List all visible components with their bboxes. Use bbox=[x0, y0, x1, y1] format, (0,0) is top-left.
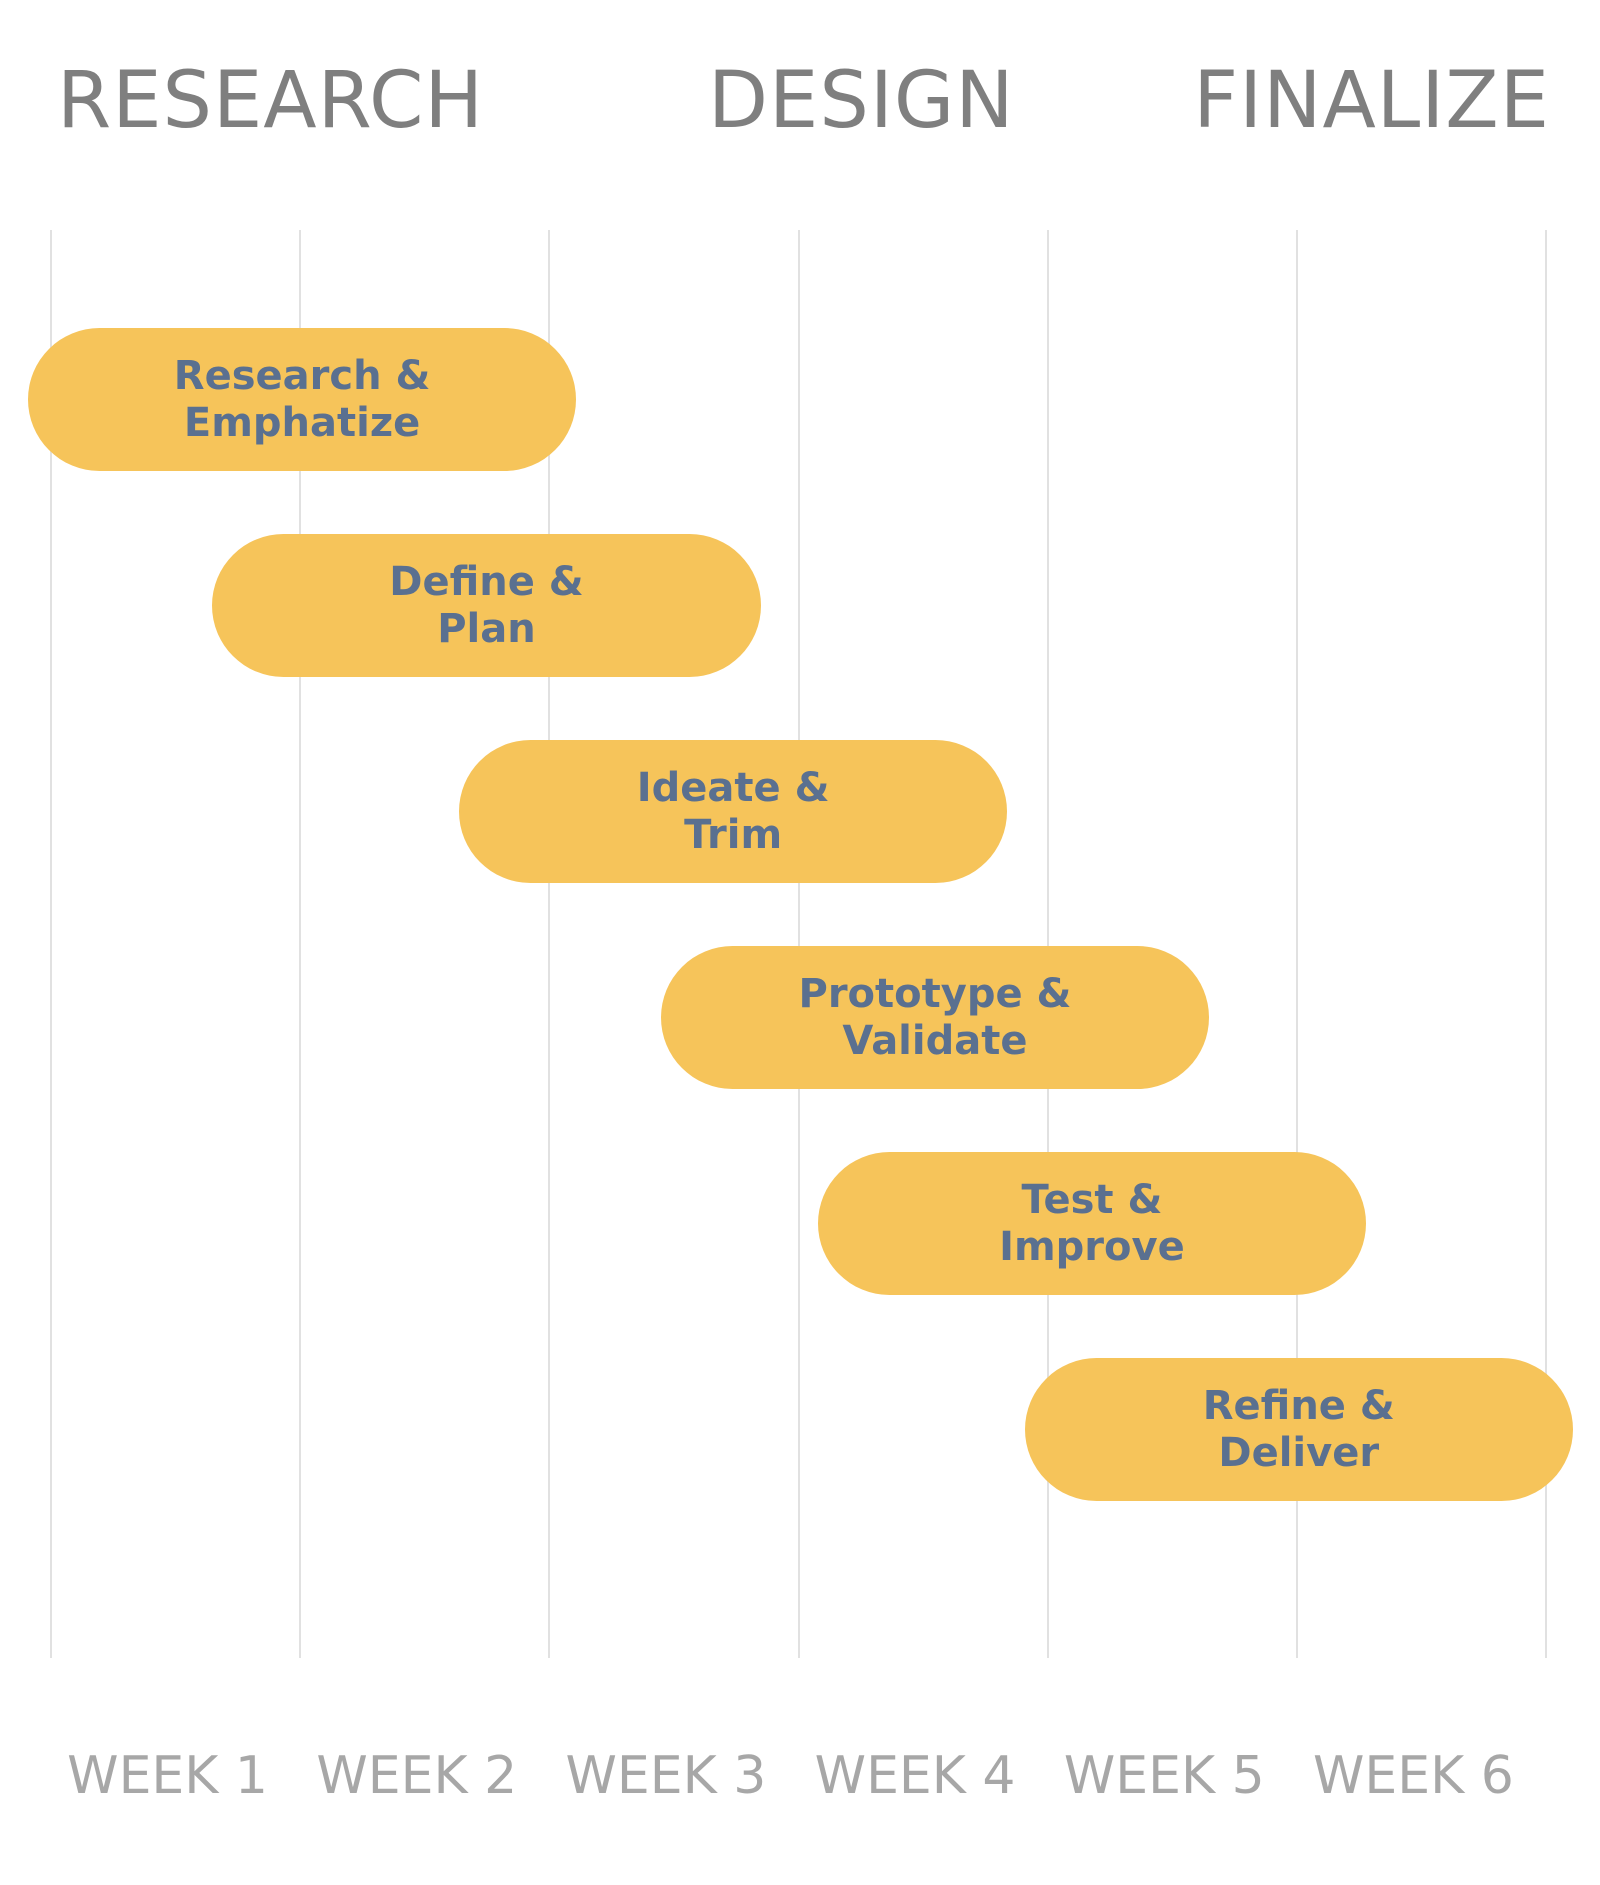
gridline-4 bbox=[1046, 230, 1049, 1658]
week-label-2: WEEK 2 bbox=[316, 1746, 518, 1806]
task-bar-4: Prototype & Validate bbox=[660, 946, 1210, 1089]
gridline-2 bbox=[548, 230, 551, 1658]
task-bar-6: Refine & Deliver bbox=[1024, 1358, 1573, 1501]
gridline-6 bbox=[1545, 230, 1547, 1658]
task-label-4: Prototype & Validate bbox=[798, 970, 1072, 1064]
task-bar-5: Test & Improve bbox=[817, 1152, 1366, 1295]
week-label-5: WEEK 5 bbox=[1063, 1746, 1265, 1806]
week-label-6: WEEK 6 bbox=[1312, 1746, 1514, 1806]
week-label-1: WEEK 1 bbox=[67, 1746, 268, 1806]
phase-label-research: RESEARCH bbox=[57, 56, 485, 146]
gridline-5 bbox=[1295, 230, 1298, 1658]
gridline-3 bbox=[797, 230, 800, 1658]
task-label-2: Define & Plan bbox=[389, 558, 584, 652]
week-label-3: WEEK 3 bbox=[565, 1746, 767, 1806]
task-label-6: Refine & Deliver bbox=[1202, 1382, 1395, 1476]
task-bar-3: Ideate & Trim bbox=[459, 740, 1008, 883]
task-bar-2: Define & Plan bbox=[212, 534, 761, 677]
phase-label-design: DESIGN bbox=[708, 56, 1015, 146]
task-label-3: Ideate & Trim bbox=[636, 764, 830, 858]
task-label-5: Test & Improve bbox=[999, 1176, 1185, 1270]
phase-label-finalize: FINALIZE bbox=[1193, 56, 1550, 146]
gridline-1 bbox=[299, 230, 302, 1658]
gridline-0 bbox=[50, 230, 52, 1658]
task-bar-1: Research & Emphatize bbox=[28, 328, 577, 471]
task-label-1: Research & Emphatize bbox=[173, 352, 431, 446]
week-label-4: WEEK 4 bbox=[814, 1746, 1016, 1806]
